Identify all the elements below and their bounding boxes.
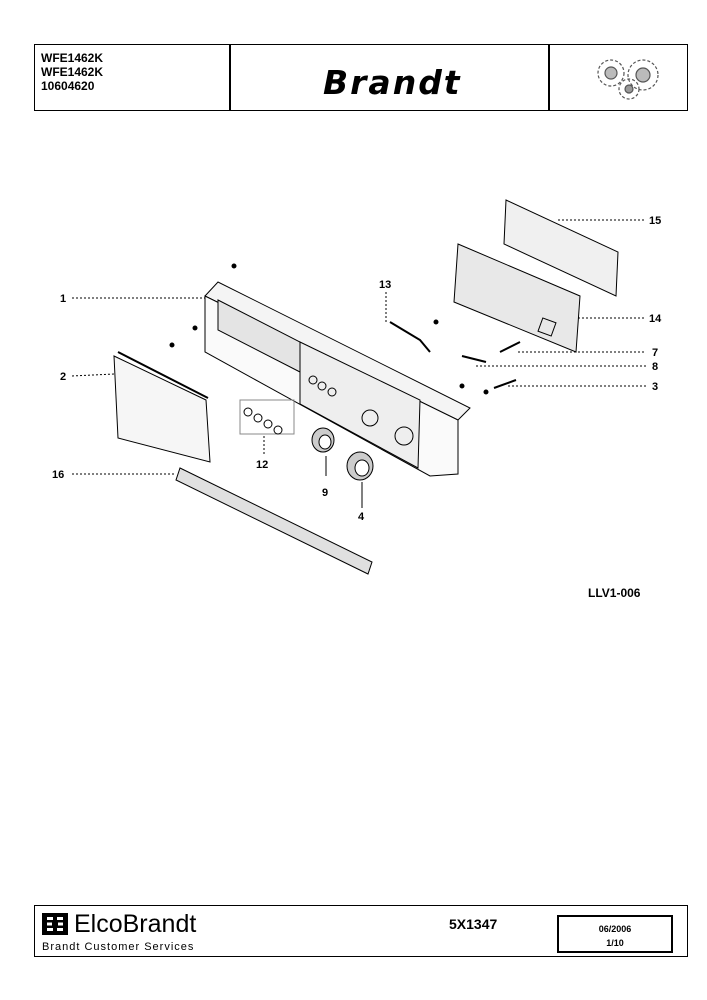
callout-12: 12 — [256, 459, 268, 471]
model-line-3: 10604620 — [41, 79, 95, 93]
callout-13: 13 — [379, 279, 391, 291]
document-date: 06/2006 — [598, 924, 632, 934]
gears-icon — [597, 59, 659, 100]
page-number: 1/10 — [606, 938, 624, 948]
callout-2: 2 — [60, 371, 66, 383]
footer-box: ElcoBrandt Brandt Customer Services 5X13… — [34, 905, 688, 957]
callout-1: 1 — [60, 293, 66, 305]
model-line-2: WFE1462K — [41, 65, 104, 79]
callout-3: 3 — [652, 381, 658, 393]
selector-knob-part — [346, 451, 374, 481]
callout-16: 16 — [52, 469, 64, 481]
header-box: WFE1462K WFE1462K 10604620 Brandt — [34, 44, 688, 111]
model-numbers: WFE1462K WFE1462K 10604620 — [41, 51, 103, 93]
brand-logo: Brandt — [323, 63, 462, 102]
model-line-1: WFE1462K — [41, 51, 104, 65]
callout-14: 14 — [649, 313, 662, 325]
callout-8: 8 — [652, 361, 658, 373]
exploded-parts-diagram: 1 2 3 4 7 8 9 12 13 14 15 16 — [52, 199, 662, 575]
elcobrandt-logo: ElcoBrandt — [42, 910, 196, 938]
elcobrandt-mark-icon — [42, 913, 68, 935]
push-buttons-part — [239, 399, 295, 435]
control-panel-part — [204, 281, 471, 477]
callout-4: 4 — [358, 511, 365, 523]
header-divider-left — [229, 45, 231, 110]
company-name: ElcoBrandt — [74, 910, 197, 938]
services-label: Brandt Customer Services — [42, 941, 195, 953]
drawer-flap-part — [113, 355, 211, 463]
trim-strip-part — [175, 467, 373, 575]
date-page-box: 06/2006 1/10 — [557, 915, 673, 953]
programme-knob-part — [311, 427, 335, 453]
callout-9: 9 — [322, 487, 328, 499]
callout-15: 15 — [649, 215, 661, 227]
circuit-board-part — [503, 199, 619, 297]
callout-7: 7 — [652, 347, 658, 359]
header-divider-right — [548, 45, 550, 110]
diagram-reference: LLV1-006 — [588, 586, 641, 600]
document-code: 5X1347 — [449, 916, 498, 932]
